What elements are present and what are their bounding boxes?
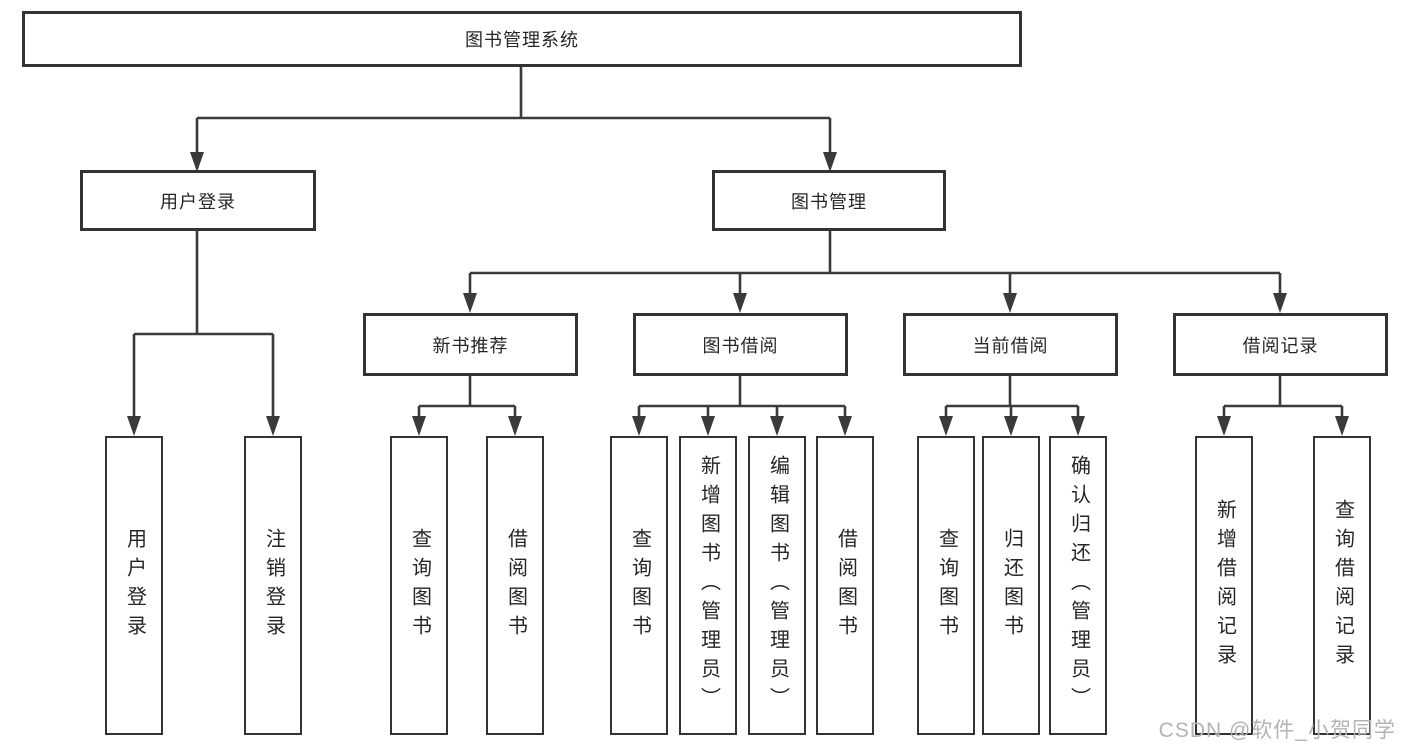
leaf-newbooks-query: 查询图书 [390,436,448,735]
leaf-records-add: 新增借阅记录 [1195,436,1253,735]
node-book-borrowing: 图书借阅 [633,313,848,376]
node-borrow-records: 借阅记录 [1173,313,1388,376]
leaf-borrow-add-admin: 新增图书（管理员） [679,436,737,735]
node-user-login: 用户登录 [80,170,316,231]
connector-currentborrow-to-leaves [939,376,1085,436]
connector-root-to-level2 [190,67,837,172]
connector-bookborrow-to-leaves [632,376,852,436]
connector-newbooks-to-leaves [412,376,522,436]
connector-bookmgmt-to-level3 [463,231,1287,313]
leaf-newbooks-borrow: 借阅图书 [486,436,544,735]
leaf-current-return: 归还图书 [982,436,1040,735]
leaf-borrow-borrow: 借阅图书 [816,436,874,735]
node-book-management: 图书管理 [712,170,946,231]
connector-borrowrecords-to-leaves [1217,376,1349,436]
leaf-borrow-edit-admin: 编辑图书（管理员） [748,436,806,735]
leaf-user-login: 用户登录 [105,436,163,735]
node-current-borrowing: 当前借阅 [903,313,1118,376]
leaf-borrow-query: 查询图书 [610,436,668,735]
csdn-watermark: CSDN @软件_小贺同学 [1158,719,1396,742]
leaf-logout: 注销登录 [244,436,302,735]
node-new-book-recommend: 新书推荐 [363,313,578,376]
connector-userlogin-to-leaves [127,231,280,436]
leaf-current-confirm-return-admin: 确认归还（管理员） [1049,436,1107,735]
leaf-current-query: 查询图书 [917,436,975,735]
node-root-system: 图书管理系统 [22,11,1022,67]
leaf-records-query: 查询借阅记录 [1313,436,1371,735]
